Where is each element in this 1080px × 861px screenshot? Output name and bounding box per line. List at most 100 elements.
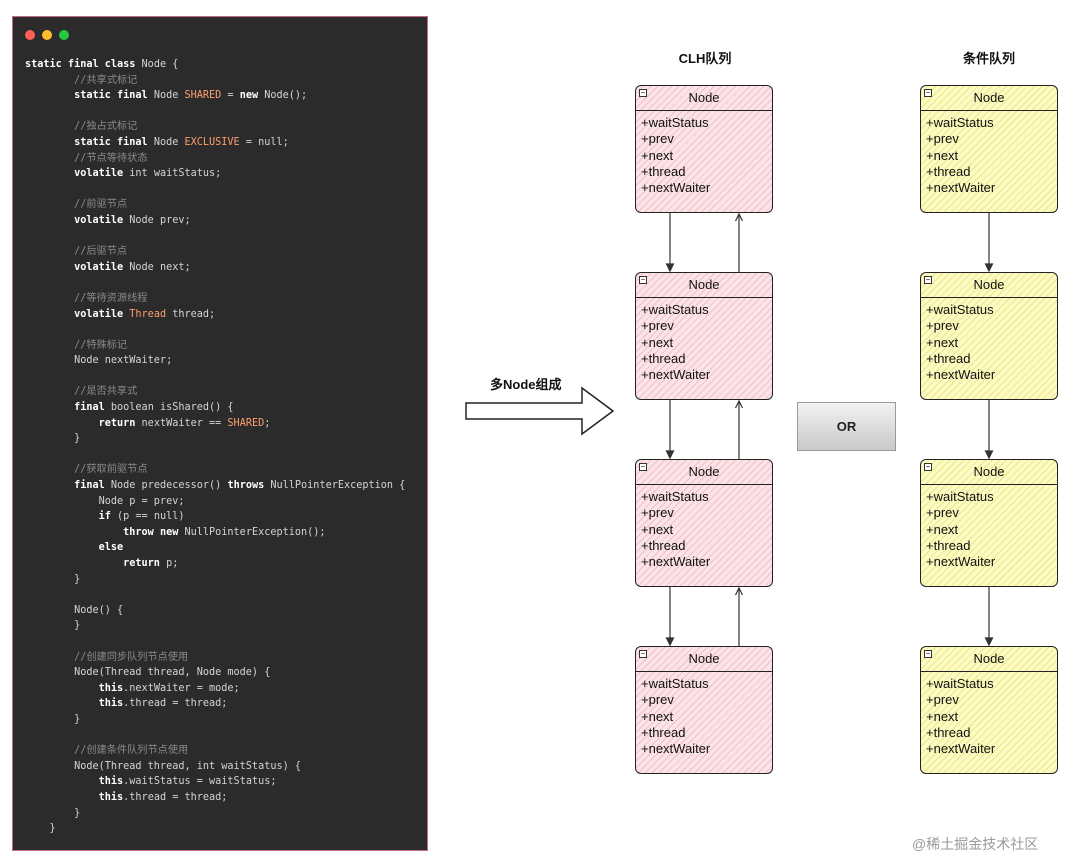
node-header: − Node	[921, 647, 1057, 672]
node-field: +thread	[641, 163, 686, 179]
node-field: +thread	[641, 724, 686, 740]
code-line: Node nextWaiter;	[25, 355, 173, 367]
condition-node-3: −Node+waitStatus+prev+next+thread+nextWa…	[920, 459, 1058, 587]
node-field: +nextWaiter	[926, 180, 996, 196]
code-line: //创建条件队列节点使用	[74, 745, 189, 757]
or-badge: OR	[797, 402, 896, 451]
node-fields: +waitStatus+prev+next+thread+nextWaiter	[921, 672, 1057, 757]
code-line: }	[25, 823, 56, 835]
collapse-icon[interactable]: −	[924, 462, 932, 471]
node-field: +thread	[926, 350, 971, 366]
next-link-arrowhead	[665, 637, 675, 647]
prev-link-arrowhead	[734, 212, 744, 222]
node-field: +next	[641, 147, 674, 163]
code-line: }	[25, 433, 81, 445]
node-title: Node	[688, 90, 720, 105]
code-line: //获取前驱节点	[74, 464, 148, 476]
node-title: Node	[973, 277, 1005, 292]
node-field: +next	[641, 708, 674, 724]
node-field: +next	[926, 708, 959, 724]
collapse-icon[interactable]: −	[639, 88, 647, 97]
node-field: +nextWaiter	[641, 367, 711, 383]
node-field: +waitStatus	[926, 676, 994, 691]
code-line: Node p = prev;	[25, 495, 185, 507]
close-dot[interactable]	[25, 30, 35, 40]
collapse-icon[interactable]: −	[924, 88, 932, 97]
code-line: }	[25, 807, 81, 819]
minimize-dot[interactable]	[42, 30, 52, 40]
code-panel: static final class Node { //共享式标记 static…	[12, 16, 428, 851]
collapse-icon[interactable]: −	[639, 462, 647, 471]
arrow-label: 多Node组成	[490, 377, 562, 392]
condition-node-1: −Node+waitStatus+prev+next+thread+nextWa…	[920, 85, 1058, 213]
collapse-icon[interactable]: −	[639, 649, 647, 658]
clh-node-3: − Node +waitStatus+prev+next+thread+nextWa…	[635, 459, 773, 587]
node-fields: +waitStatus+prev+next+thread+nextWaiter	[636, 672, 772, 757]
node-field: +waitStatus	[641, 302, 709, 317]
collapse-icon[interactable]: −	[924, 649, 932, 658]
node-field: +prev	[926, 692, 959, 708]
clh-node-4: − Node +waitStatus+prev+next+thread+nextWa…	[635, 646, 773, 774]
code-block: static final class Node { //共享式标记 static…	[25, 57, 405, 837]
node-title: Node	[688, 464, 720, 479]
node-field: +prev	[926, 131, 959, 147]
code-line: volatile Node next;	[74, 261, 191, 273]
node-field: +nextWaiter	[926, 741, 996, 757]
node-field: +waitStatus	[926, 489, 994, 504]
code-line: Node(Thread thread, int waitStatus) {	[25, 760, 302, 772]
code-line: else	[98, 542, 124, 554]
code-line: return p;	[123, 558, 179, 569]
code-line: volatile Thread thread;	[74, 308, 216, 320]
node-field: +prev	[641, 692, 674, 708]
code-line: //节点等待状态	[74, 152, 148, 164]
node-field: +next	[926, 147, 959, 163]
node-title: Node	[688, 277, 720, 292]
code-line: }	[25, 573, 81, 585]
node-field: +thread	[641, 537, 686, 553]
node-title: Node	[688, 651, 720, 666]
node-fields: +waitStatus+prev+next+thread+nextWaiter	[921, 298, 1057, 383]
condition-queue-title: 条件队列	[962, 51, 1015, 66]
next-link-arrowhead	[665, 263, 675, 273]
next-link-arrowhead	[665, 450, 675, 460]
code-line: return nextWaiter == SHARED;	[98, 417, 271, 429]
code-line: Node() {	[25, 604, 124, 616]
node-header: − Node	[921, 86, 1057, 111]
code-line: //前驱节点	[74, 199, 128, 211]
node-field: +prev	[926, 505, 959, 521]
code-line: static final Node EXCLUSIVE = null;	[74, 136, 289, 148]
window-controls	[25, 30, 69, 40]
clh-queue-title: CLH队列	[678, 51, 732, 66]
node-field: +next	[641, 521, 674, 537]
code-line: this.thread = thread;	[98, 698, 228, 710]
node-header: − Node	[636, 647, 772, 672]
collapse-icon[interactable]: −	[639, 275, 647, 284]
code-line: static final Node SHARED = new Node();	[74, 90, 308, 102]
prev-link-arrowhead	[734, 399, 744, 409]
next-waiter-link-arrowhead	[984, 263, 994, 273]
node-title: Node	[973, 90, 1005, 105]
node-field: +prev	[641, 318, 674, 334]
node-field: +nextWaiter	[926, 367, 996, 383]
node-fields: +waitStatus+prev+next+thread+nextWaiter	[636, 485, 772, 570]
maximize-dot[interactable]	[59, 30, 69, 40]
code-line: final boolean isShared() {	[74, 402, 234, 414]
code-line: //是否共享式	[74, 386, 138, 398]
code-line: //独占式标记	[74, 121, 138, 133]
code-line: throw new NullPointerException();	[123, 526, 326, 538]
node-title: Node	[973, 464, 1005, 479]
code-line: //特殊标记	[74, 339, 128, 351]
condition-node-2: − Node +waitStatus+prev+next+thread+nextWa…	[920, 272, 1058, 400]
node-header: − Node	[921, 273, 1057, 298]
next-waiter-link-arrowhead	[984, 637, 994, 647]
condition-node-4: − Node +waitStatus+prev+next+thread+nextWa…	[920, 646, 1058, 774]
node-field: +prev	[926, 318, 959, 334]
node-field: +waitStatus	[926, 302, 994, 317]
node-field: +thread	[926, 537, 971, 553]
collapse-icon[interactable]: −	[924, 275, 932, 284]
node-field: +waitStatus	[641, 115, 709, 130]
node-title: Node	[973, 651, 1005, 666]
node-field: +next	[926, 334, 959, 350]
node-header: − Node	[921, 460, 1057, 485]
